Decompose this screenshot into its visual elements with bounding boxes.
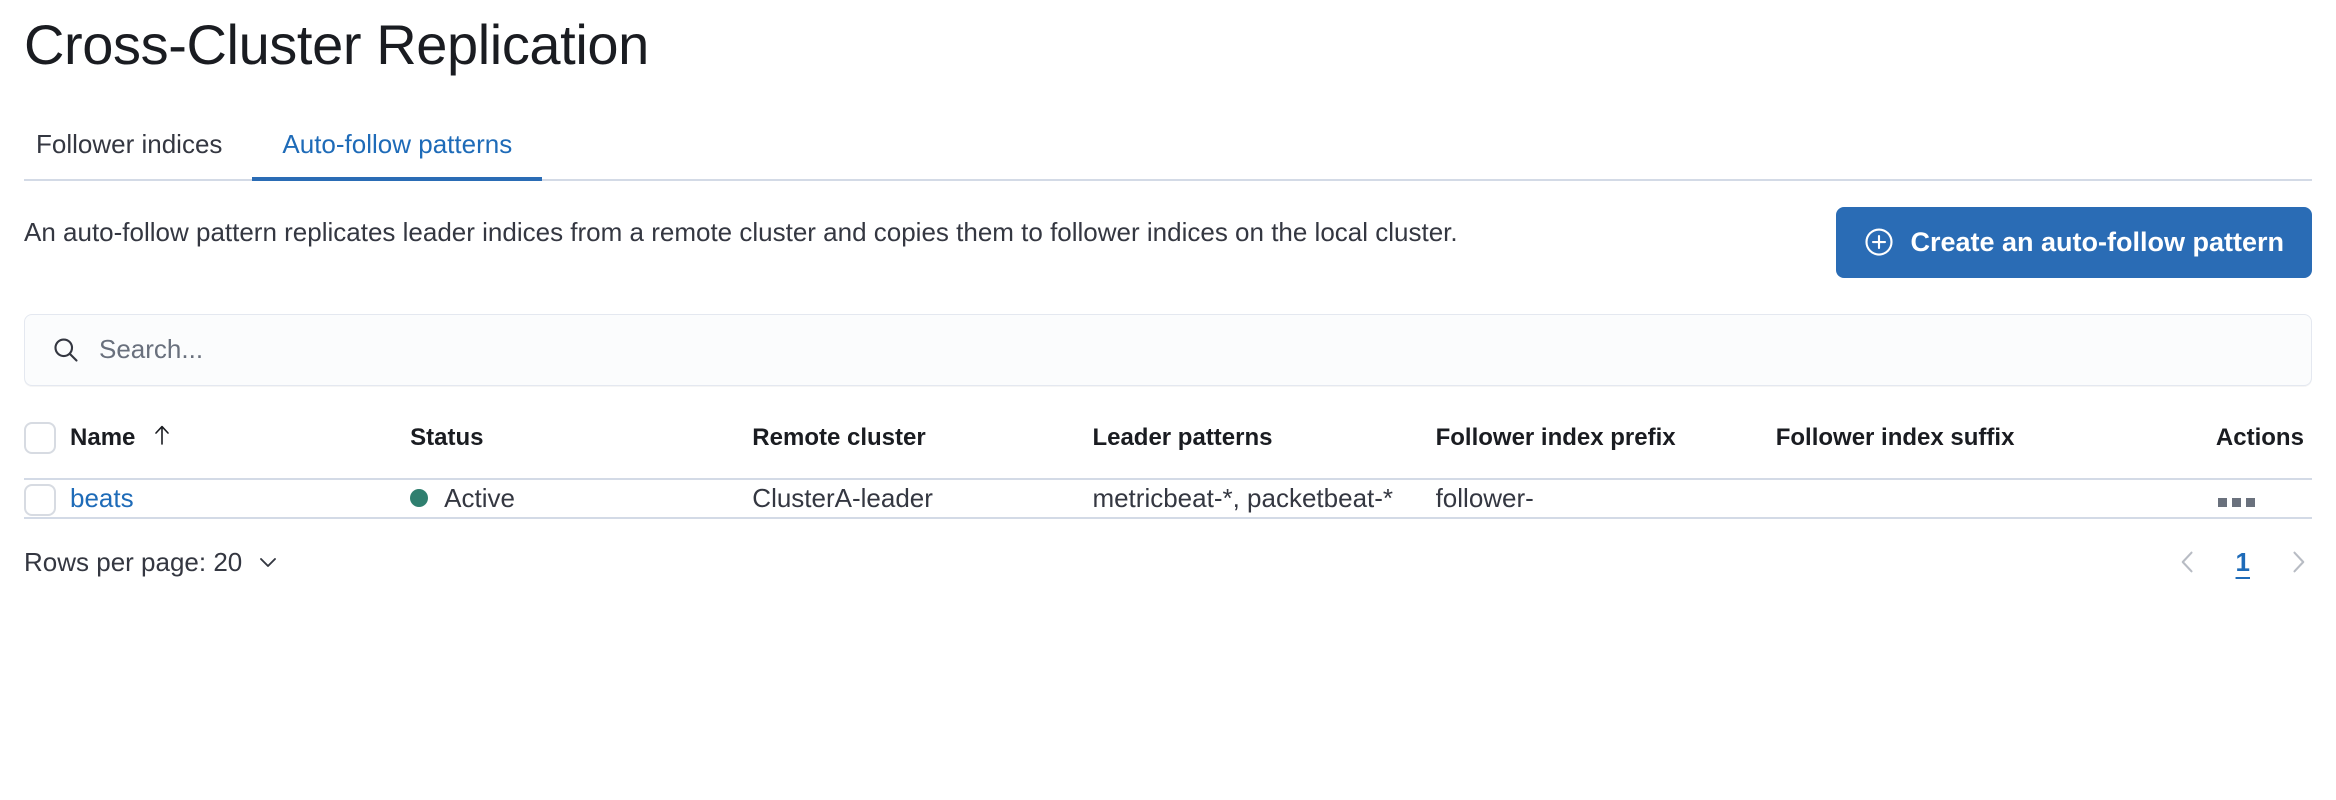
tab-bar: Follower indices Auto-follow patterns: [24, 115, 2312, 181]
tab-auto-follow-patterns[interactable]: Auto-follow patterns: [252, 131, 543, 181]
create-auto-follow-pattern-button[interactable]: Create an auto-follow pattern: [1836, 206, 2312, 278]
search-bar[interactable]: [24, 313, 2312, 386]
column-header-status[interactable]: Status: [410, 423, 484, 451]
create-button-label: Create an auto-follow pattern: [1910, 226, 2284, 257]
table-footer: Rows per page: 20 1: [24, 547, 2312, 578]
column-header-follower-index-prefix[interactable]: Follower index prefix: [1435, 423, 1676, 451]
column-header-follower-index-suffix[interactable]: Follower index suffix: [1775, 423, 2015, 451]
column-header-name-label: Name: [70, 423, 136, 451]
column-header-actions: Actions: [2215, 423, 2304, 451]
pagination: 1: [2174, 547, 2312, 578]
plus-in-circle-icon: [1865, 228, 1894, 256]
boxes-horizontal-icon[interactable]: [2216, 492, 2257, 513]
select-all-header: [24, 421, 70, 479]
cell-name: beats: [70, 479, 410, 518]
tab-follower-indices[interactable]: Follower indices: [24, 131, 252, 179]
column-header-remote-cluster[interactable]: Remote cluster: [752, 423, 926, 451]
cell-status: Active: [410, 479, 752, 518]
cell-actions: [2216, 479, 2312, 518]
column-header-leader-patterns[interactable]: Leader patterns: [1092, 423, 1273, 451]
page-title: Cross-Cluster Replication: [24, 13, 649, 76]
rows-per-page-label: Rows per page: 20: [24, 546, 243, 577]
intro-description: An auto-follow pattern replicates leader…: [24, 216, 1458, 247]
intro-section: An auto-follow pattern replicates leader…: [24, 206, 2312, 278]
row-select-cell: [24, 479, 70, 518]
cell-follower-index-suffix: [1776, 479, 2216, 518]
cell-follower-index-prefix: follower-: [1435, 482, 1534, 513]
chevron-down-icon: [260, 558, 277, 568]
auto-follow-patterns-table: Name Status Remote cluster Leader patter…: [24, 421, 2312, 519]
chevron-right-icon[interactable]: [2284, 548, 2312, 576]
select-all-checkbox[interactable]: [24, 421, 56, 454]
status-dot-icon: [410, 489, 429, 508]
cell-remote-cluster: ClusterA-leader: [752, 482, 933, 513]
search-icon: [54, 338, 78, 362]
pattern-name-link[interactable]: beats: [70, 482, 134, 513]
column-header-name[interactable]: Name: [70, 422, 410, 479]
search-input[interactable]: [99, 334, 2285, 366]
chevron-left-icon[interactable]: [2174, 548, 2202, 576]
cell-leader-patterns: metricbeat-*, packetbeat-*: [1092, 482, 1394, 513]
table-header-row: Name Status Remote cluster Leader patter…: [24, 421, 2312, 479]
arrow-up-icon: [155, 425, 169, 445]
row-checkbox[interactable]: [24, 483, 56, 516]
rows-per-page-selector[interactable]: Rows per page: 20: [24, 547, 280, 578]
status-badge: Active: [444, 482, 515, 513]
pagination-page-1[interactable]: 1: [2235, 546, 2250, 577]
table-row: beats Active ClusterA-leader metricbeat-…: [24, 479, 2312, 518]
